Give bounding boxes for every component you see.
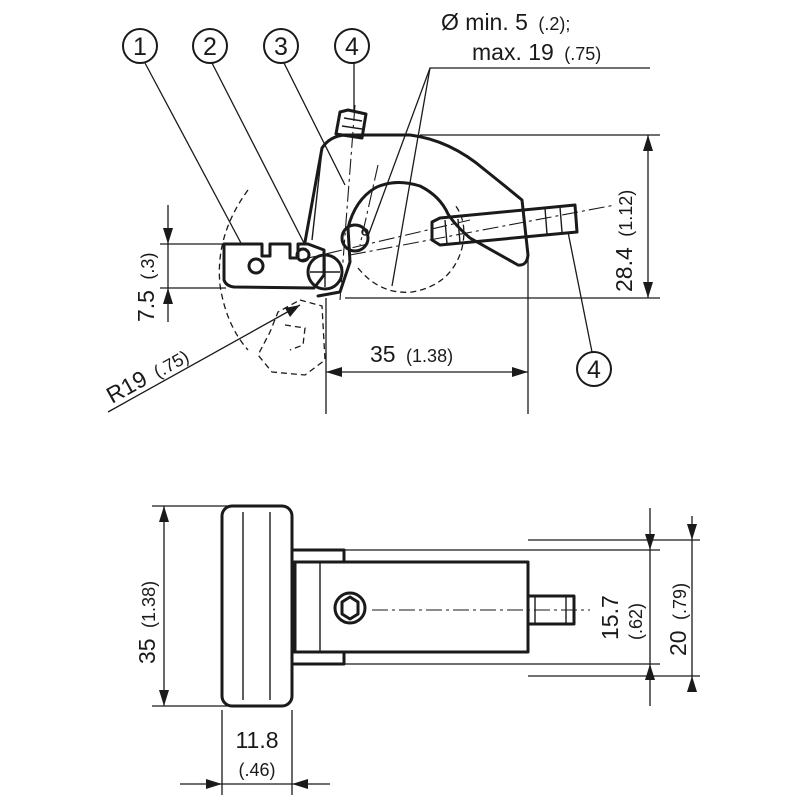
- callout-2: 2: [192, 28, 228, 64]
- svg-text:1: 1: [133, 33, 147, 61]
- center-line-pivot: [299, 219, 471, 261]
- tv-dim-20-arrow-top: [687, 524, 697, 540]
- diameter-leader-2: [391, 67, 431, 287]
- tv-dim-15-7-arrow-bottom: [645, 664, 655, 680]
- callout-4-right-leader: [567, 231, 593, 353]
- pivot-center: [361, 228, 369, 236]
- top-view: 35 (1.38) 11.8 (.46) 15.7 (.62) 20 (.79): [134, 504, 700, 795]
- tv-dim-11-8-main-label: 11.8: [235, 727, 278, 753]
- center-line-housing: [359, 164, 379, 246]
- actuator-pin-hole: [295, 247, 311, 263]
- dim-7-5-label: 7.5 (.3): [133, 253, 159, 322]
- door-range-circle: [357, 204, 465, 293]
- actuator-slot-hole: [247, 257, 265, 275]
- svg-text:2: 2: [203, 33, 217, 61]
- tv-dim-11-8-sub-label: (.46): [238, 760, 275, 780]
- pivot-pin: [340, 223, 370, 253]
- center-line-vertical: [339, 104, 356, 301]
- diameter-note-line1: Ø min. 5 (.2);: [441, 9, 570, 35]
- top-bolt-thread: [341, 117, 363, 130]
- actuator-block: [220, 504, 294, 708]
- actuator-body: [222, 242, 326, 290]
- right-bolt-thread: [444, 206, 563, 245]
- dim-28-4-label: 28.4 (1.12): [611, 190, 637, 292]
- dim-28-4-arrow-bottom: [643, 282, 653, 298]
- housing-body: [303, 133, 530, 298]
- dim-7-5-arrow-top: [163, 228, 173, 244]
- tv-dim-20-arrow-bottom: [687, 676, 697, 692]
- tv-dim-15-7-main-label: 15.7: [597, 595, 623, 640]
- housing-top-view: [293, 560, 530, 654]
- tv-dim-20-label: 20 (.79): [665, 583, 691, 656]
- dim-35-arrow-left: [326, 367, 342, 377]
- tv-dim-35-label: 35 (1.38): [134, 581, 160, 664]
- tv-dim-15-7-arrow-top: [645, 534, 655, 550]
- callout-1-leader: [144, 62, 243, 246]
- tv-dim-11-8-arrow-right: [292, 779, 308, 789]
- svg-text:4: 4: [345, 33, 359, 61]
- callout-3-leader: [283, 62, 346, 186]
- callout-3: 3: [263, 28, 299, 64]
- right-bolt: [430, 203, 579, 247]
- dim-radius-leader: [107, 304, 301, 413]
- tv-dim-35-arrow-bottom: [159, 690, 169, 706]
- callout-4-top: 4: [334, 28, 370, 64]
- tv-dim-11-8-arrow-left: [206, 779, 222, 789]
- swung-actuator-outline: [257, 299, 326, 376]
- hinge-knuckle-bottom: [290, 650, 346, 666]
- swing-radius-arc: [218, 189, 249, 351]
- dim-28-4-arrow-top: [643, 135, 653, 151]
- svg-text:4: 4: [587, 356, 601, 384]
- tv-dim-15-7-sub-label: (.62): [626, 603, 646, 640]
- hinge-knuckle-top: [290, 548, 346, 564]
- housing-inner-edge: [311, 149, 323, 241]
- dim-7-5-arrow-bottom: [163, 288, 173, 304]
- dim-35-arrow-right: [512, 367, 528, 377]
- tv-dim-35-arrow-top: [159, 506, 169, 522]
- svg-text:3: 3: [274, 33, 288, 61]
- dim-35-label: 35 (1.38): [370, 341, 453, 367]
- top-bolt: [334, 108, 368, 140]
- swung-actuator-slot: [284, 324, 306, 351]
- dim-radius-label: R19 (.75): [102, 342, 193, 408]
- hinge-cross: [310, 257, 340, 287]
- side-view: 1 2 3 4 4 Ø min. 5 (.2); max. 19 (.75): [102, 9, 660, 414]
- callout-4-right: 4: [576, 351, 612, 387]
- diameter-note-line2: max. 19 (.75): [472, 39, 601, 65]
- dim-radius-arrow: [285, 305, 300, 317]
- hex-screw-inner: [340, 595, 360, 621]
- callout-2-leader: [211, 62, 306, 246]
- center-line-bolt: [349, 204, 616, 256]
- callout-1: 1: [122, 28, 158, 64]
- hex-screw-outer: [333, 591, 367, 625]
